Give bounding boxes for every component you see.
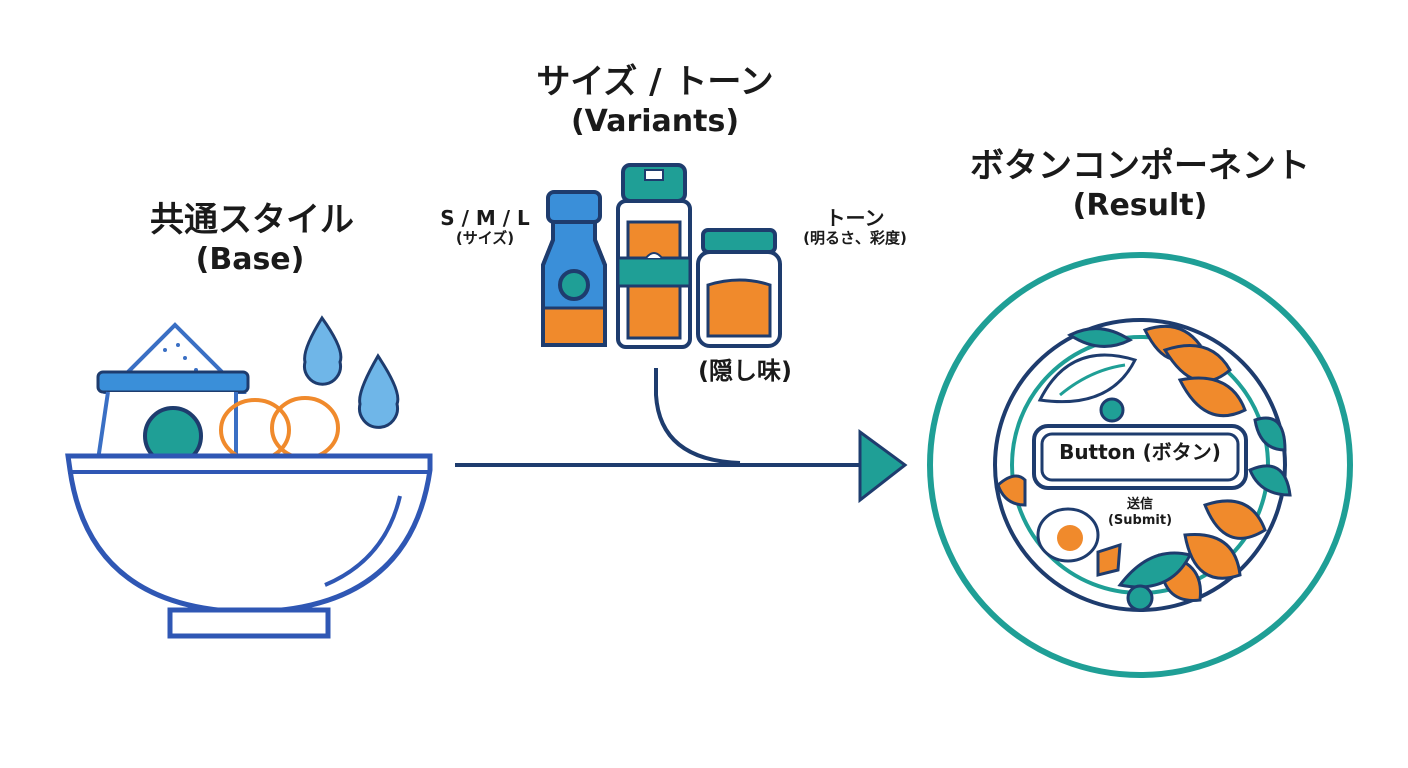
arrow-head-icon	[858, 429, 908, 504]
variants-subtitle: (Variants)	[570, 104, 740, 139]
button-label: Button (ボタン)	[1059, 440, 1221, 464]
result-subtitle: (Result)	[1072, 188, 1208, 223]
base-subtitle: (Base)	[195, 242, 305, 277]
mixing-bowl-icon	[65, 315, 433, 639]
tall-jar-icon	[616, 163, 692, 349]
size-sublabel: (サイズ)	[455, 229, 515, 247]
spice-bottles-icon	[541, 163, 782, 349]
blue-bottle-icon	[541, 190, 607, 347]
short-jar-icon	[696, 228, 782, 348]
submit-label: 送信	[1126, 497, 1153, 512]
result-title: ボタンコンポーネント	[970, 146, 1310, 186]
tone-label: トーン	[825, 206, 885, 230]
size-annotation: S / M / L (サイズ)	[425, 206, 545, 246]
tone-annotation: トーン (明るさ、彩度)	[780, 206, 930, 246]
size-label: S / M / L	[440, 206, 530, 230]
flow-arrow	[455, 368, 908, 504]
tone-sublabel: (明るさ、彩度)	[803, 229, 907, 247]
base-title: 共通スタイル	[150, 200, 354, 240]
plated-dish-icon	[927, 252, 1353, 678]
variants-title: サイズ / トーン	[536, 62, 774, 102]
secret-ingredient-label: (隠し味)	[698, 357, 792, 385]
submit-annotation: 送信 (Submit)	[1090, 497, 1190, 529]
button-shape	[1032, 424, 1248, 490]
variants-label: サイズ / トーン (Variants)	[520, 62, 790, 142]
base-label: 共通スタイル (Base)	[150, 200, 354, 280]
result-label: ボタンコンポーネント (Result)	[950, 146, 1330, 226]
submit-sublabel: (Submit)	[1107, 513, 1173, 528]
